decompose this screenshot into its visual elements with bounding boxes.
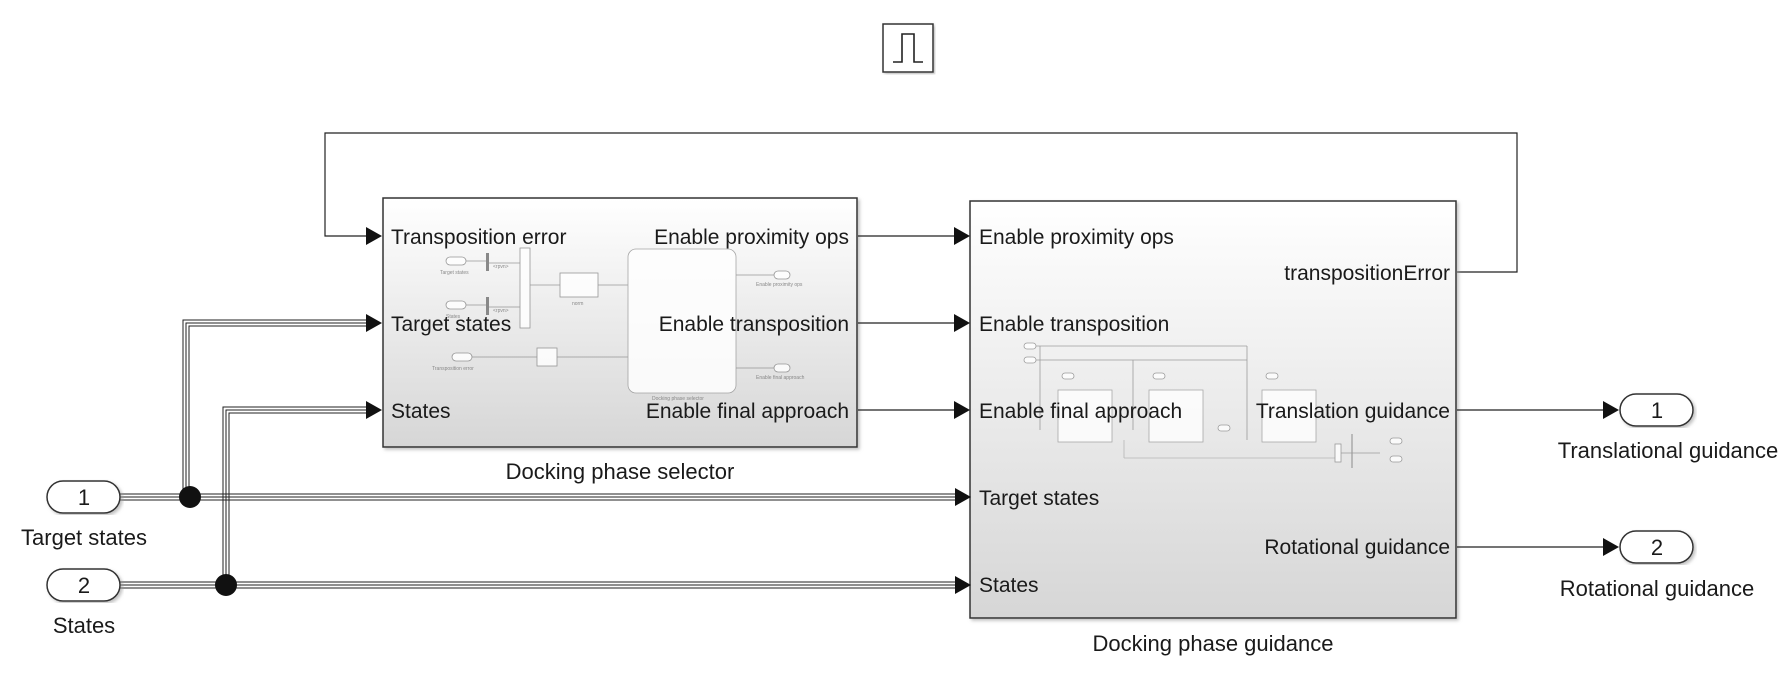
svg-text:Target states: Target states: [440, 270, 469, 276]
selector-output-transposition: Enable transposition: [659, 313, 849, 336]
svg-text:norm: norm: [572, 301, 583, 307]
docking-phase-guidance-block[interactable]: Enable proximity ops Enable transpositio…: [969, 200, 1457, 619]
inport-target-states-label: Target states: [21, 525, 147, 550]
branch-point: [215, 574, 237, 596]
selector-thumbnail: Target states States Transposition error…: [432, 247, 805, 402]
docking-phase-selector-block[interactable]: Target states States Transposition error…: [382, 197, 858, 448]
outport-translational-guidance-label: Translational guidance: [1558, 438, 1779, 463]
svg-text:Enable proximity ops: Enable proximity ops: [756, 282, 803, 288]
inport-number: 1: [78, 485, 90, 510]
selector-output-final-approach: Enable final approach: [646, 400, 849, 423]
inport-states[interactable]: 2: [46, 568, 121, 602]
outport-rotational-guidance-label: Rotational guidance: [1560, 576, 1754, 601]
docking-phase-guidance-caption: Docking phase guidance: [1093, 631, 1334, 656]
docking-phase-selector-caption: Docking phase selector: [506, 459, 735, 484]
guidance-output-translation: Translation guidance: [1256, 400, 1450, 423]
selector-input-target-states: Target states: [391, 313, 511, 336]
guidance-input-transposition: Enable transposition: [979, 313, 1169, 336]
outport-number: 2: [1651, 535, 1663, 560]
guidance-input-proximity-ops: Enable proximity ops: [979, 226, 1174, 249]
selector-output-proximity-ops: Enable proximity ops: [654, 226, 849, 249]
inport-states-label: States: [53, 613, 115, 638]
guidance-input-states: States: [979, 574, 1039, 597]
svg-text:States: States: [446, 314, 461, 320]
guidance-thumbnail: [1023, 342, 1403, 468]
outport-rotational-guidance[interactable]: 2: [1619, 530, 1694, 564]
svg-text:Transposition error: Transposition error: [432, 366, 474, 372]
guidance-input-target-states: Target states: [979, 487, 1099, 510]
pulse-generator-block[interactable]: [882, 23, 934, 73]
svg-text:<rpvn>: <rpvn>: [493, 264, 509, 270]
outport-translational-guidance[interactable]: 1: [1619, 393, 1694, 427]
branch-point: [179, 486, 201, 508]
guidance-input-final-approach: Enable final approach: [979, 400, 1182, 423]
guidance-output-rotational: Rotational guidance: [1264, 536, 1450, 559]
target-states-bus[interactable]: [120, 319, 956, 501]
feedback-line[interactable]: [324, 132, 1518, 273]
pulse-generator-icon: [893, 33, 923, 63]
selector-input-states: States: [391, 400, 451, 423]
guidance-output-transposition-error: transpositionError: [1284, 262, 1450, 285]
inport-number: 2: [78, 573, 90, 598]
outport-number: 1: [1651, 398, 1663, 423]
output-lines[interactable]: [1457, 409, 1604, 548]
selector-to-guidance-lines[interactable]: [858, 235, 954, 411]
selector-input-transposition-error: Transposition error: [391, 226, 566, 249]
svg-text:Enable final approach: Enable final approach: [756, 375, 805, 381]
inport-target-states[interactable]: 1: [46, 480, 121, 514]
svg-text:<rpvn>: <rpvn>: [493, 308, 509, 314]
svg-text:Docking phase selector: Docking phase selector: [652, 396, 704, 402]
states-bus[interactable]: [120, 406, 956, 589]
